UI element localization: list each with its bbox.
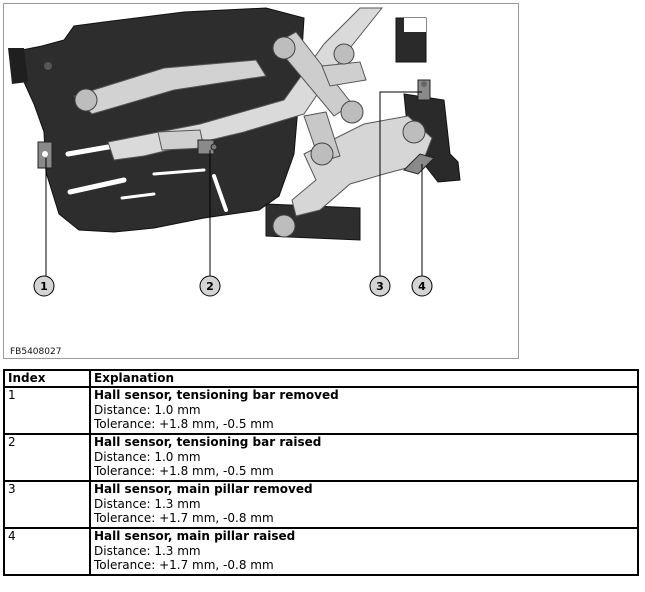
row-explanation: Hall sensor, main pillar raised Distance…	[89, 527, 639, 576]
callout-label-4: 4	[418, 280, 426, 293]
table-row: 3 Hall sensor, main pillar removed Dista…	[3, 480, 639, 529]
row-tolerance: Tolerance: +1.7 mm, -0.8 mm	[94, 511, 274, 525]
hall-sensor-3	[417, 79, 431, 101]
mechanism-drawing: 1 2 3 4	[8, 7, 461, 297]
row-tolerance: Tolerance: +1.7 mm, -0.8 mm	[94, 558, 274, 572]
row-index: 4	[3, 527, 91, 576]
callout-label-3: 3	[376, 280, 384, 293]
figure-id: FB5408027	[10, 347, 62, 357]
top-arm	[321, 61, 367, 87]
row-distance: Distance: 1.0 mm	[94, 449, 201, 464]
callout-2: 2	[199, 275, 221, 297]
row-explanation: Hall sensor, tensioning bar removed Dist…	[89, 386, 639, 435]
callout-label-1: 1	[40, 280, 48, 293]
upper-lever	[73, 59, 267, 115]
index-header: Index	[3, 369, 91, 388]
legend-header-row: Index Explanation	[3, 369, 639, 388]
row-distance: Distance: 1.3 mm	[94, 543, 201, 558]
legend-table: Index Explanation 1 Hall sensor, tension…	[3, 369, 639, 576]
row-distance: Distance: 1.3 mm	[94, 496, 201, 511]
callout-1: 1	[33, 275, 55, 297]
table-row: 4 Hall sensor, main pillar raised Distan…	[3, 527, 639, 576]
row-tolerance: Tolerance: +1.8 mm, -0.5 mm	[94, 464, 274, 478]
row-explanation: Hall sensor, tensioning bar raised Dista…	[89, 433, 639, 482]
row-tolerance: Tolerance: +1.8 mm, -0.5 mm	[94, 417, 274, 431]
row-distance: Distance: 1.0 mm	[94, 402, 201, 417]
row-title: Hall sensor, main pillar removed	[94, 482, 313, 496]
base-plate-tab	[8, 48, 28, 84]
row-index: 3	[3, 480, 91, 529]
row-title: Hall sensor, tensioning bar raised	[94, 435, 322, 449]
row-title: Hall sensor, tensioning bar removed	[94, 388, 339, 402]
tensioning-bar	[107, 7, 384, 161]
row-index: 2	[3, 433, 91, 482]
mechanism-illustration: 1 2 3 4 FB5408027	[3, 3, 519, 359]
row-explanation: Hall sensor, main pillar removed Distanc…	[89, 480, 639, 529]
callout-label-2: 2	[206, 280, 214, 293]
row-index: 1	[3, 386, 91, 435]
hall-sensor-4	[403, 153, 435, 175]
table-row: 2 Hall sensor, tensioning bar raised Dis…	[3, 433, 639, 482]
table-row: 1 Hall sensor, tensioning bar removed Di…	[3, 386, 639, 435]
row-title: Hall sensor, main pillar raised	[94, 529, 296, 543]
main-pillar	[291, 115, 433, 217]
callout-4: 4	[411, 275, 433, 297]
explanation-header: Explanation	[89, 369, 639, 388]
sensor-bracket	[157, 129, 205, 151]
callout-3: 3	[369, 275, 391, 297]
